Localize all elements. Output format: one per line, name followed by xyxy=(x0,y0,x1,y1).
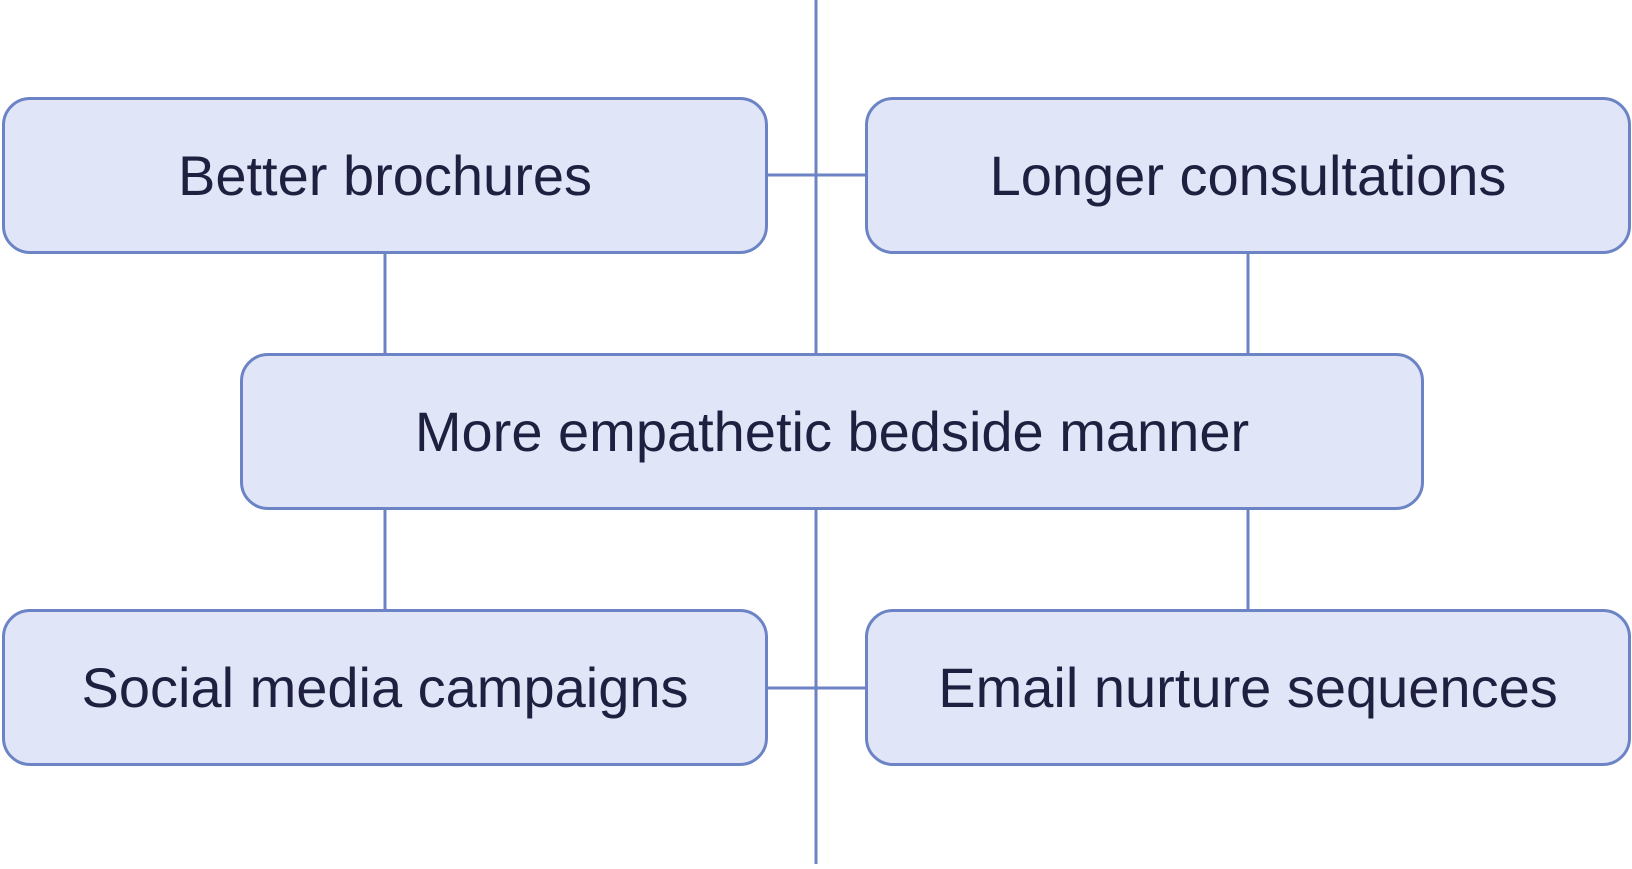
node-more-empathetic-bedside-manner: More empathetic bedside manner xyxy=(240,353,1424,510)
node-longer-consultations: Longer consultations xyxy=(865,97,1631,254)
node-better-brochures: Better brochures xyxy=(2,97,768,254)
node-label: Social media campaigns xyxy=(81,655,689,719)
node-label: More empathetic bedside manner xyxy=(414,399,1250,463)
node-social-media-campaigns: Social media campaigns xyxy=(2,609,768,766)
node-label: Better brochures xyxy=(178,143,592,207)
node-label: Email nurture sequences xyxy=(938,655,1558,719)
node-email-nurture-sequences: Email nurture sequences xyxy=(865,609,1631,766)
node-label: Longer consultations xyxy=(989,143,1507,207)
